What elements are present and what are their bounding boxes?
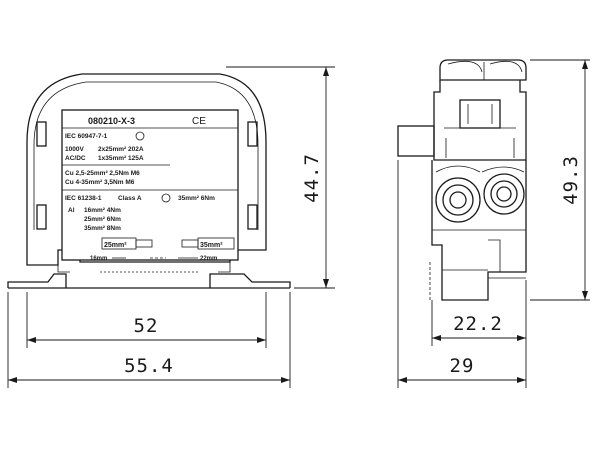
tag-right-box	[197, 237, 235, 250]
al-spec-3: 35mm² 8Nm	[84, 225, 121, 232]
standard-1: IEC 60947-7-1	[65, 133, 108, 140]
dim-side-width-outer: 29	[450, 355, 475, 377]
rating-1: 2x25mm² 202A	[98, 146, 144, 153]
dim-front-width-outer: 55.4	[124, 355, 174, 377]
tag-right: 35mm²	[200, 242, 223, 249]
side-terminal-body	[431, 160, 527, 301]
dim-front-height: 44.7	[301, 153, 323, 203]
terminal-left-inner	[449, 191, 467, 209]
tag-left: 25mm²	[104, 242, 127, 249]
front-dimensions: 52 55.4 44.7	[7, 66, 335, 388]
side-view	[397, 59, 527, 301]
tag-left-stub	[135, 239, 153, 248]
front-housing-outline	[26, 73, 267, 230]
al-label: Al	[68, 207, 75, 214]
side-upper-body	[433, 80, 527, 161]
strip-left: 16mm	[90, 256, 107, 262]
strip-right: 22mm	[200, 256, 217, 262]
al-spec-1: 16mm² 4Nm	[84, 207, 121, 214]
current-type: AC/DC	[65, 155, 86, 162]
cu-spec-1: Cu 2,5-25mm² 2,5Nm M6	[65, 170, 140, 177]
terminal-left-outer	[435, 177, 481, 223]
cert-mark-1	[135, 131, 145, 141]
right-lower-slot	[247, 204, 258, 230]
terminal-right-mid	[490, 180, 518, 208]
clip-detail-left	[57, 250, 70, 273]
part-number: 080210-X-3	[88, 116, 135, 126]
left-lower-slot	[36, 204, 47, 230]
left-slot	[36, 121, 47, 147]
side-dimensions: 49.3 22.2 29	[397, 59, 590, 388]
side-top-cap	[439, 59, 527, 81]
side-screw-window	[459, 99, 501, 129]
terminal-right-outer	[483, 173, 525, 215]
side-left-tab	[397, 125, 435, 157]
class-label: Class A	[118, 195, 142, 202]
dim-front-width-inner: 52	[134, 315, 159, 337]
terminal-left-mid	[442, 184, 474, 216]
front-housing-inner	[33, 81, 259, 230]
rating-2: 1x35mm² 125A	[98, 155, 144, 162]
dim-side-width-inner: 22.2	[453, 313, 503, 335]
cert-mark-2	[161, 193, 171, 203]
front-view: 080210-X-3 CE IEC 60947-7-1 1000V AC/DC …	[7, 73, 291, 289]
label-plate	[61, 109, 239, 261]
class-spec: 35mm² 6Nm	[178, 195, 215, 202]
standard-2: IEC 61238-1	[65, 195, 102, 202]
right-slot	[247, 121, 258, 147]
dim-side-height: 49.3	[560, 155, 582, 205]
ce-mark: CE	[192, 116, 206, 127]
cu-spec-2: Cu 4-35mm² 3,5Nm M6	[65, 179, 135, 186]
voltage: 1000V	[65, 146, 84, 153]
al-spec-2: 25mm² 6Nm	[84, 216, 121, 223]
din-rail-left-foot	[7, 273, 67, 288]
terminal-right-inner	[496, 186, 512, 202]
din-rail-right-foot	[209, 273, 291, 288]
